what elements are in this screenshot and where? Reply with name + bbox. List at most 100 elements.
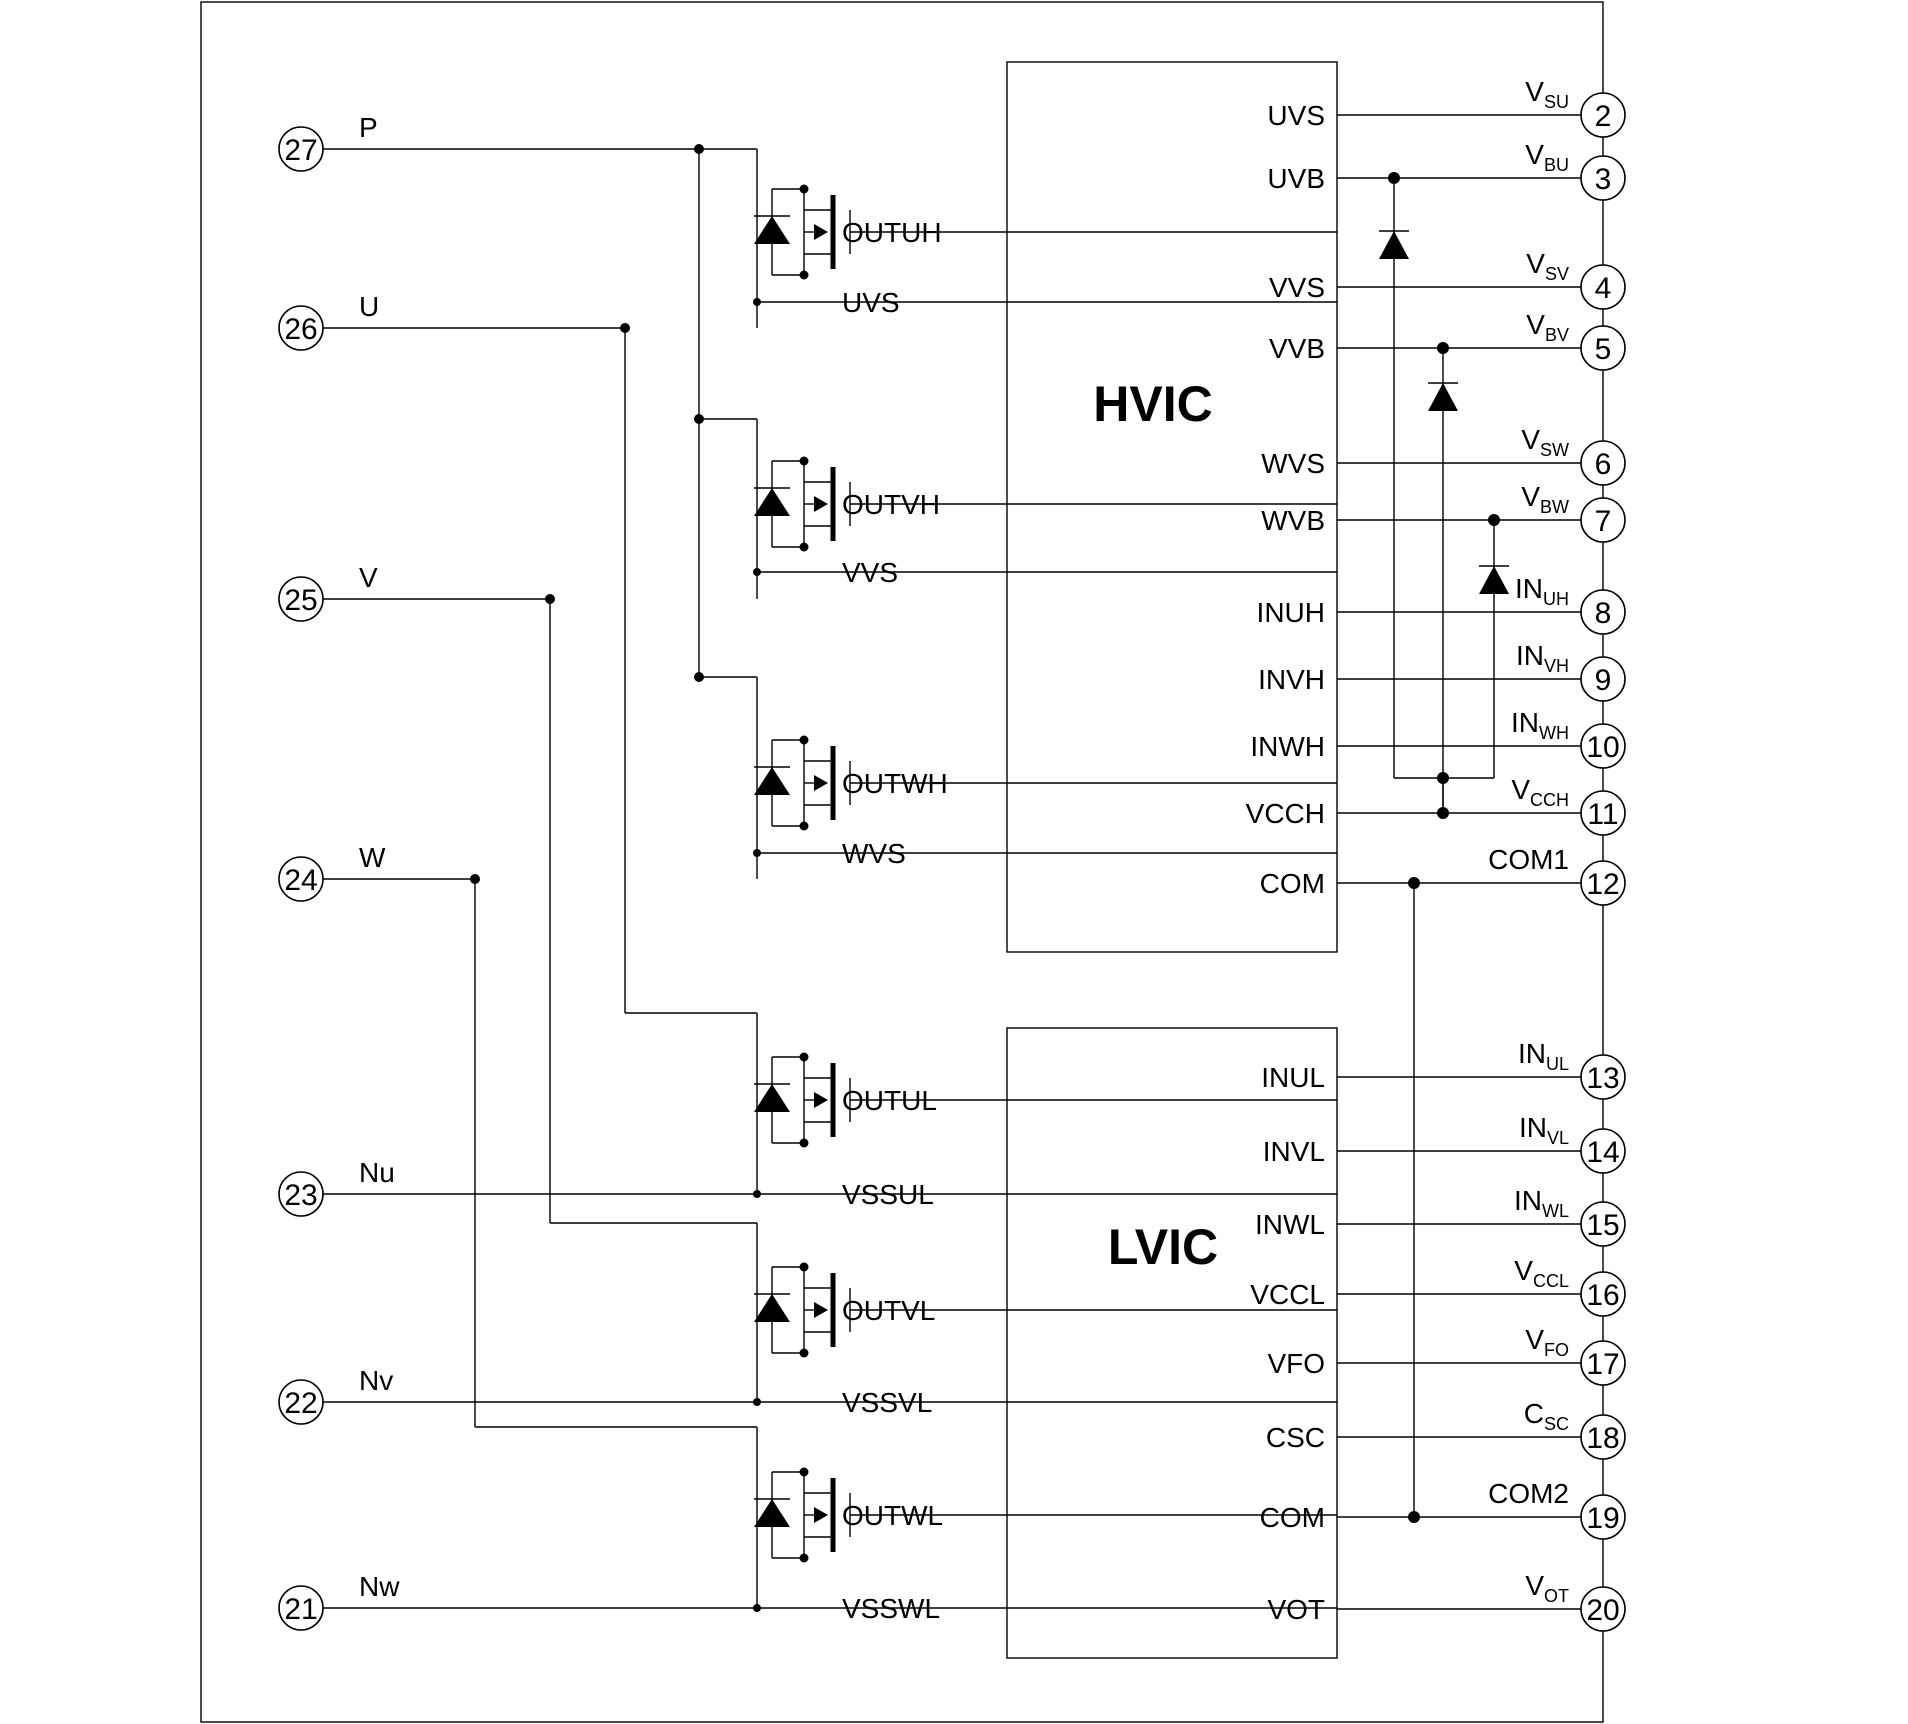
terminal-label-6: VSW [1521,424,1569,460]
lvic-pin-r-csc: CSC [1266,1422,1325,1453]
lvic-pin-vsswl: VSSWL [842,1593,940,1624]
lvic-pin-r-vot: VOT [1267,1594,1325,1625]
lvic-pin-vssvl: VSSVL [842,1387,932,1418]
terminal-label-27: P [359,112,378,143]
small-dots [753,298,761,1612]
mosfet-3 [754,735,1337,831]
terminal-label-sub-5: BV [1545,325,1569,345]
terminal-label-13: INUL [1518,1038,1569,1074]
terminal-8 [1580,589,1626,635]
lvic-pin-r-com: COM [1260,1502,1325,1533]
terminal-number-10: 10 [1586,731,1619,764]
terminal-label-2: VSU [1525,76,1569,112]
terminal-label-main-13: IN [1518,1038,1546,1069]
terminal-label-22: Nv [359,1365,393,1396]
terminal-label-main-12: COM1 [1488,844,1569,875]
terminal-label-main-3: V [1525,139,1544,170]
power-terminals [278,126,324,1631]
terminal-label-sub-11: CCH [1530,790,1569,810]
terminal-label-main-6: V [1521,424,1540,455]
terminal-number-6: 6 [1595,448,1612,481]
terminal-label-10: INWH [1511,707,1569,743]
terminal-19 [1580,1494,1626,1540]
terminal-label-sub-16: CCL [1533,1271,1569,1291]
hvic-title: HVIC [1093,376,1212,432]
terminal-label-sub-20: OT [1544,1586,1569,1606]
terminal-number-14: 14 [1586,1136,1619,1169]
terminal-26 [278,305,324,351]
terminal-label-12: COM1 [1488,844,1569,875]
mosfet-array [754,184,1337,1563]
terminal-13 [1580,1054,1626,1100]
mosfet-6 [754,1467,1337,1563]
terminal-label-main-17: V [1525,1324,1544,1355]
lvic-pin-outwl: OUTWL [842,1500,943,1531]
terminal-number-9: 9 [1595,664,1612,697]
terminal-label-23: Nu [359,1157,395,1188]
terminal-25 [278,576,324,622]
terminal-number-3: 3 [1595,163,1612,196]
terminal-label-sub-14: VL [1547,1128,1569,1148]
terminal-6 [1580,440,1626,486]
terminal-label-main-11: V [1511,774,1530,805]
terminal-12 [1580,860,1626,906]
terminal-23 [278,1171,324,1217]
terminal-number-24: 24 [284,864,317,897]
bootstrap-diodes [1379,230,1509,594]
terminal-label-main-20: V [1525,1570,1544,1601]
terminal-number-2: 2 [1595,100,1612,133]
terminal-label-main-16: V [1514,1255,1533,1286]
terminal-label-main-18: C [1524,1398,1544,1429]
terminal-label-9: INVH [1516,640,1569,676]
terminal-17 [1580,1340,1626,1386]
terminal-label-8: INUH [1515,573,1569,609]
terminal-number-21: 21 [284,1593,317,1626]
terminal-3 [1580,155,1626,201]
terminal-label-main-7: V [1521,481,1540,512]
terminal-18 [1580,1414,1626,1460]
terminal-label-sub-4: SV [1545,264,1569,284]
hvic-pin-r-invh: INVH [1258,664,1325,695]
terminal-number-7: 7 [1595,505,1612,538]
terminal-label-25: V [359,562,378,593]
hvic-pin-wvs: WVS [842,838,906,869]
terminal-7 [1580,497,1626,543]
terminal-label-sub-15: WL [1542,1201,1569,1221]
hvic-pin-r-com: COM [1260,868,1325,899]
terminal-label-sub-18: SC [1544,1414,1569,1434]
schematic-labels: HVIC LVIC 27P26U25V24W23Nu22Nv21Nw2VSU3V… [284,76,1619,1627]
terminal-16 [1580,1271,1626,1317]
terminal-label-sub-3: BU [1544,155,1569,175]
terminal-number-16: 16 [1586,1279,1619,1312]
terminal-label-14: INVL [1519,1112,1569,1148]
terminal-label-sub-10: WH [1539,723,1569,743]
lvic-pin-r-inul: INUL [1261,1062,1325,1093]
lvic-pin-outul: OUTUL [842,1085,937,1116]
terminal-4 [1580,264,1626,310]
mosfet-1 [754,184,1337,280]
terminal-label-16: VCCL [1514,1255,1569,1291]
hvic-pin-r-wvs: WVS [1261,448,1325,479]
control-terminals [1580,92,1626,1632]
terminal-label-21: Nw [359,1571,400,1602]
hvic-box [1006,61,1338,953]
terminal-number-5: 5 [1595,333,1612,366]
terminal-label-19: COM2 [1488,1478,1569,1509]
terminal-9 [1580,656,1626,702]
terminal-label-5: VBV [1526,309,1569,345]
hvic-pin-outvh: OUTVH [842,489,940,520]
terminal-label-sub-13: UL [1546,1054,1569,1074]
hvic-pin-r-uvs: UVS [1267,100,1325,131]
terminal-label-main-8: IN [1515,573,1543,604]
terminal-2 [1580,92,1626,138]
terminal-number-18: 18 [1586,1422,1619,1455]
terminal-number-15: 15 [1586,1209,1619,1242]
terminal-label-main-15: IN [1514,1185,1542,1216]
terminal-label-sub-17: FO [1544,1340,1569,1360]
terminal-label-26: U [359,291,379,322]
power-bus [301,148,1337,1609]
terminal-label-15: INWL [1514,1185,1569,1221]
lvic-box [1006,1027,1338,1659]
